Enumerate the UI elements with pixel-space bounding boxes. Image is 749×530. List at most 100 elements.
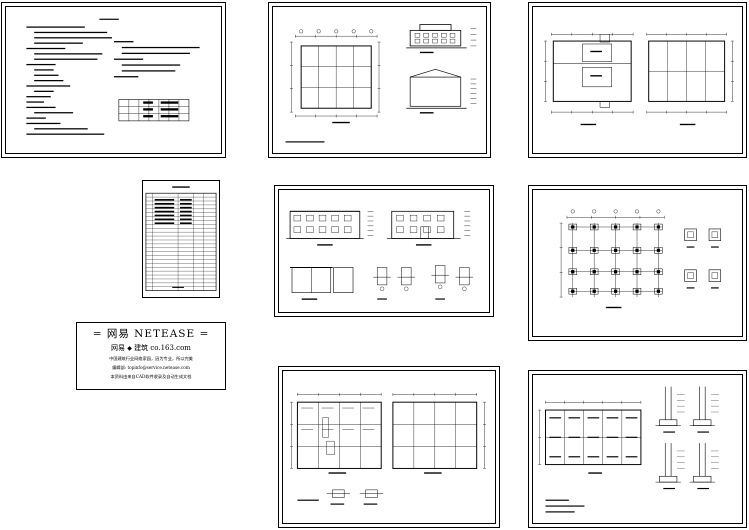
text-mark	[590, 75, 602, 77]
text-mark	[697, 431, 710, 433]
text-mark	[545, 511, 575, 513]
cad-rect	[331, 214, 339, 222]
roof-floor-drawing	[544, 32, 734, 126]
text-mark	[26, 122, 61, 125]
text-mark	[34, 53, 103, 55]
cad-rect	[711, 272, 718, 279]
sheet-plan-and-elevations[interactable]	[268, 2, 491, 158]
cad-rect	[656, 248, 661, 252]
text-mark	[26, 85, 71, 87]
design-notes-drawing	[26, 18, 200, 135]
cad-rect	[635, 225, 639, 229]
text-mark	[154, 210, 175, 213]
text-mark	[328, 472, 347, 474]
text-mark	[160, 108, 179, 111]
detail-bubble	[462, 286, 467, 291]
sheet-roof-and-floor-plan[interactable]	[528, 2, 747, 158]
text-mark	[26, 26, 85, 28]
text-mark	[317, 244, 333, 246]
text-mark	[160, 115, 179, 118]
text-mark	[154, 222, 175, 224]
cad-line	[410, 69, 436, 78]
cad-rect	[590, 247, 599, 254]
text-mark	[663, 431, 675, 433]
sheet-border	[532, 374, 743, 524]
cad-rect	[318, 226, 327, 233]
cad-rect	[409, 76, 462, 107]
cad-rect	[632, 247, 642, 254]
sheet-border	[282, 370, 496, 524]
sheet-drawing-list[interactable]	[142, 180, 220, 298]
axis-bubble	[570, 209, 575, 214]
title-block-site-name: 网易	[111, 344, 126, 352]
cad-rect	[656, 270, 661, 274]
text-mark	[419, 112, 434, 114]
sheet-border	[143, 181, 219, 297]
cad-rect	[306, 214, 314, 222]
cad-rect	[293, 226, 301, 233]
cad-rect	[409, 214, 418, 222]
sheet-elevations-sections[interactable]	[274, 185, 494, 317]
cad-rect	[401, 267, 412, 286]
cad-rect	[118, 99, 190, 122]
cad-rect	[568, 288, 577, 295]
text-mark	[172, 186, 190, 188]
title-block-slogan: 中国建筑行业网络家园，因为专业，所以完美	[109, 356, 193, 361]
cad-rect	[423, 38, 429, 44]
cad-rect	[684, 269, 697, 282]
cad-rect	[590, 288, 599, 295]
text-mark	[34, 31, 108, 34]
text-mark	[154, 214, 175, 217]
text-mark	[113, 76, 139, 78]
cad-rect	[611, 288, 620, 295]
text-mark	[545, 505, 585, 507]
text-mark	[26, 106, 56, 109]
cad-rect	[435, 265, 446, 284]
netease-title-block[interactable]: = 网易 NETEASE = 网易 ◆ 建筑 co.163.com 中国建筑行业…	[76, 322, 226, 390]
text-mark	[332, 121, 350, 124]
cad-rect	[432, 33, 438, 38]
cad-rect	[708, 269, 722, 282]
cad-rect	[613, 270, 618, 274]
cad-rect	[437, 214, 445, 222]
cad-rect	[654, 223, 663, 231]
detail-bubble	[438, 284, 443, 289]
cad-rect	[582, 67, 612, 88]
sheet-border	[272, 6, 487, 154]
cad-rect	[145, 192, 217, 291]
text-mark	[26, 133, 105, 135]
text-mark	[143, 115, 153, 118]
cad-rect	[590, 223, 599, 231]
cad-rect	[432, 38, 438, 44]
cad-rect	[656, 289, 661, 293]
axis-bubble	[369, 29, 374, 34]
sheet-structure-plans[interactable]	[278, 366, 500, 528]
text-mark	[363, 503, 378, 505]
sheet-design-notes[interactable]	[1, 2, 226, 158]
axis-bubble	[656, 209, 661, 214]
text-mark	[154, 206, 175, 209]
cad-rect	[571, 289, 575, 293]
cad-rect	[568, 247, 577, 254]
text-mark	[590, 50, 602, 53]
cad-rect	[414, 33, 421, 38]
text-mark	[172, 286, 184, 288]
cad-rect	[592, 270, 596, 274]
cad-rect	[571, 225, 575, 229]
text-mark	[588, 472, 602, 474]
cad-rect	[582, 43, 612, 62]
axis-bubble	[351, 29, 356, 34]
cad-rect	[687, 272, 694, 279]
text-mark	[180, 199, 192, 201]
text-mark	[180, 214, 192, 217]
title-block-email: 编辑部: topinfo@service.netease.com	[112, 365, 190, 370]
foundation-drawing	[559, 209, 722, 309]
cad-rect	[571, 270, 575, 274]
text-mark	[34, 37, 113, 39]
text-mark	[297, 499, 319, 501]
sheet-beam-details[interactable]	[528, 370, 747, 528]
sheet-foundation-plan[interactable]	[528, 185, 747, 341]
cad-rect	[293, 214, 301, 222]
text-mark	[605, 306, 622, 309]
text-mark	[26, 117, 46, 119]
